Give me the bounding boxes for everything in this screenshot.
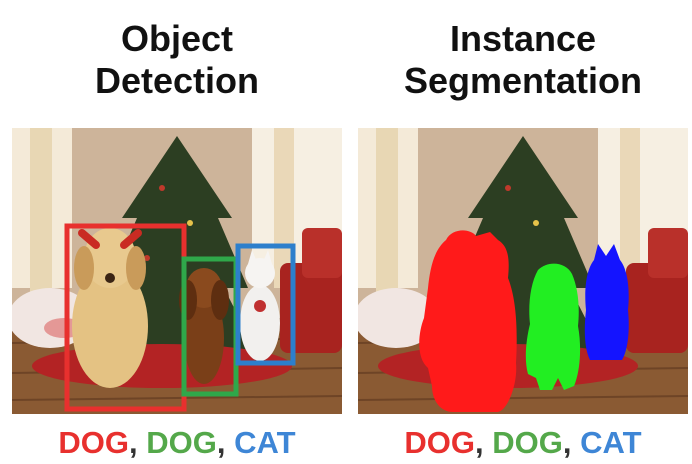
curtain-left: [30, 128, 52, 293]
instance-segmentation-panel: Instance Segmentation DOG, DOG, CAT: [358, 0, 688, 464]
curtain-left: [376, 128, 398, 293]
object-detection-title: Object Detection: [12, 18, 342, 102]
title-line-2: Segmentation: [403, 60, 643, 101]
label-dog-1: DOG: [58, 425, 130, 460]
separator: ,: [475, 425, 484, 460]
red-sofa: [626, 263, 688, 353]
separator: ,: [216, 425, 226, 460]
detection-caption: DOG, DOG, CAT: [12, 426, 342, 460]
separator: ,: [129, 425, 138, 460]
white-cat-body: [240, 285, 280, 361]
label-dog-2: DOG: [492, 425, 563, 460]
label-dog-1: DOG: [404, 425, 476, 460]
pillow: [358, 288, 438, 348]
label-dog-2: DOG: [146, 425, 217, 460]
cat-mask-blue: [584, 244, 629, 360]
white-cat-head: [245, 258, 275, 288]
instance-segmentation-title: Instance Segmentation: [358, 18, 688, 102]
label-cat: CAT: [234, 425, 296, 460]
detection-photo: [12, 128, 342, 414]
antlers: [78, 229, 142, 249]
segmentation-caption: DOG, DOG, CAT: [358, 426, 688, 460]
cat-bounding-box-blue: [235, 243, 296, 366]
segmentation-photo: [358, 128, 688, 414]
title-line-1: Object: [120, 18, 234, 59]
dog-mask-red: [419, 230, 517, 412]
label-cat: CAT: [580, 425, 642, 460]
title-line-1: Instance: [449, 18, 597, 59]
object-detection-panel: Object Detection: [12, 0, 342, 464]
curtain-right: [620, 128, 640, 288]
separator: ,: [562, 425, 572, 460]
title-line-2: Detection: [94, 60, 260, 101]
golden-dog-body: [72, 264, 148, 388]
brown-dog-body: [184, 292, 224, 384]
dog-mask-green: [525, 263, 581, 390]
